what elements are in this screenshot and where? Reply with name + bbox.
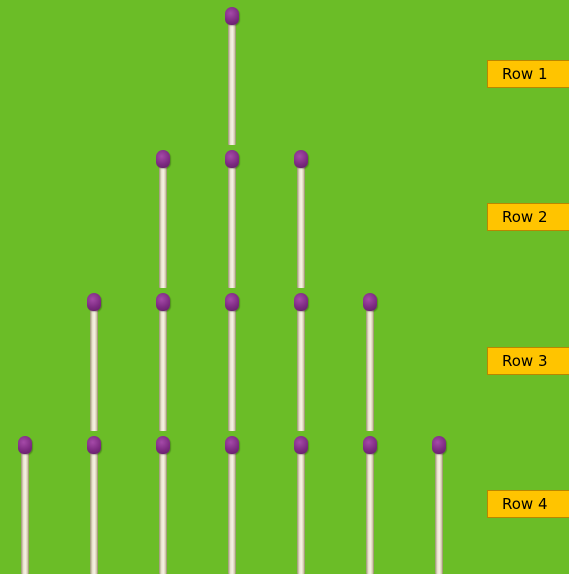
matchstick[interactable] (224, 436, 240, 574)
matchstick-stick (297, 164, 305, 288)
matchstick-stick (90, 450, 98, 574)
matchstick[interactable] (155, 150, 171, 288)
matchstick[interactable] (293, 436, 309, 574)
matchstick-stick (435, 450, 443, 574)
matchstick[interactable] (362, 436, 378, 574)
matchstick-head (156, 293, 170, 311)
matchstick-stick (366, 307, 374, 431)
matchstick[interactable] (86, 436, 102, 574)
matchstick[interactable] (155, 436, 171, 574)
matchstick-stick (297, 307, 305, 431)
matchstick-head (18, 436, 32, 454)
matchstick-head (432, 436, 446, 454)
matchstick-head (156, 150, 170, 168)
matchstick[interactable] (293, 293, 309, 431)
row-label-button[interactable]: Row 4 (487, 490, 569, 518)
matchstick-head (225, 7, 239, 25)
matchstick[interactable] (86, 293, 102, 431)
matchstick-head (294, 293, 308, 311)
matchstick-head (87, 293, 101, 311)
matchstick-stick (159, 164, 167, 288)
matchstick[interactable] (431, 436, 447, 574)
matchstick-stick (228, 164, 236, 288)
matchstick[interactable] (224, 7, 240, 145)
matchstick-stick (159, 307, 167, 431)
matchstick-head (225, 150, 239, 168)
row-label-button[interactable]: Row 3 (487, 347, 569, 375)
matchstick[interactable] (155, 293, 171, 431)
matchstick[interactable] (17, 436, 33, 574)
matchstick-stick (90, 307, 98, 431)
row-label-button[interactable]: Row 2 (487, 203, 569, 231)
matchstick-stick (366, 450, 374, 574)
matchstick-head (294, 150, 308, 168)
matchstick-stick (228, 450, 236, 574)
matchstick[interactable] (362, 293, 378, 431)
matchstick-stick (228, 21, 236, 145)
matchstick-head (225, 436, 239, 454)
row-label-button[interactable]: Row 1 (487, 60, 569, 88)
matchstick[interactable] (293, 150, 309, 288)
matchstick-head (87, 436, 101, 454)
matchstick-head (156, 436, 170, 454)
matchstick[interactable] (224, 150, 240, 288)
matchstick-stick (297, 450, 305, 574)
matchstick-head (225, 293, 239, 311)
matchstick-head (294, 436, 308, 454)
matchstick-head (363, 436, 377, 454)
matchstick[interactable] (224, 293, 240, 431)
matchstick-stick (228, 307, 236, 431)
matchstick-stick (21, 450, 29, 574)
matchstick-stick (159, 450, 167, 574)
matchstick-head (363, 293, 377, 311)
